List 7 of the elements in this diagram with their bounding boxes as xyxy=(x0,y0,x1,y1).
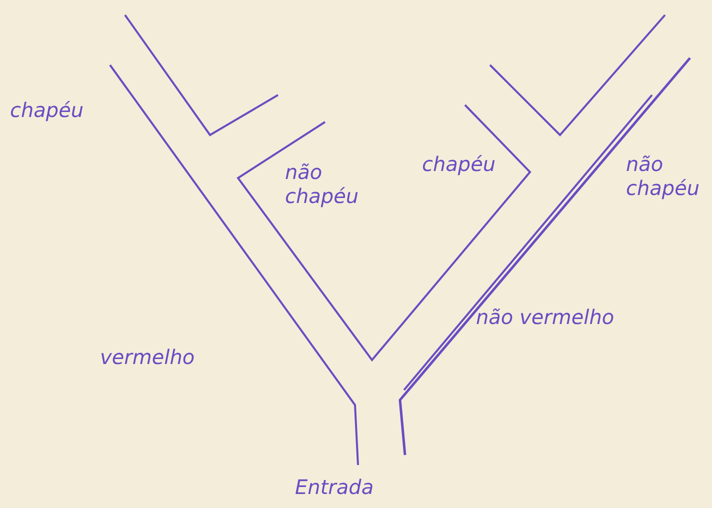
maze-label: vermelho xyxy=(100,345,195,369)
maze-label: não chapéu xyxy=(626,152,701,200)
maze-label: Entrada xyxy=(295,475,374,499)
maze-label: não vermelho xyxy=(476,305,614,329)
maze-label: chapéu xyxy=(10,98,84,122)
maze-label: não chapéu xyxy=(285,160,360,208)
maze-label: chapéu xyxy=(422,152,496,176)
